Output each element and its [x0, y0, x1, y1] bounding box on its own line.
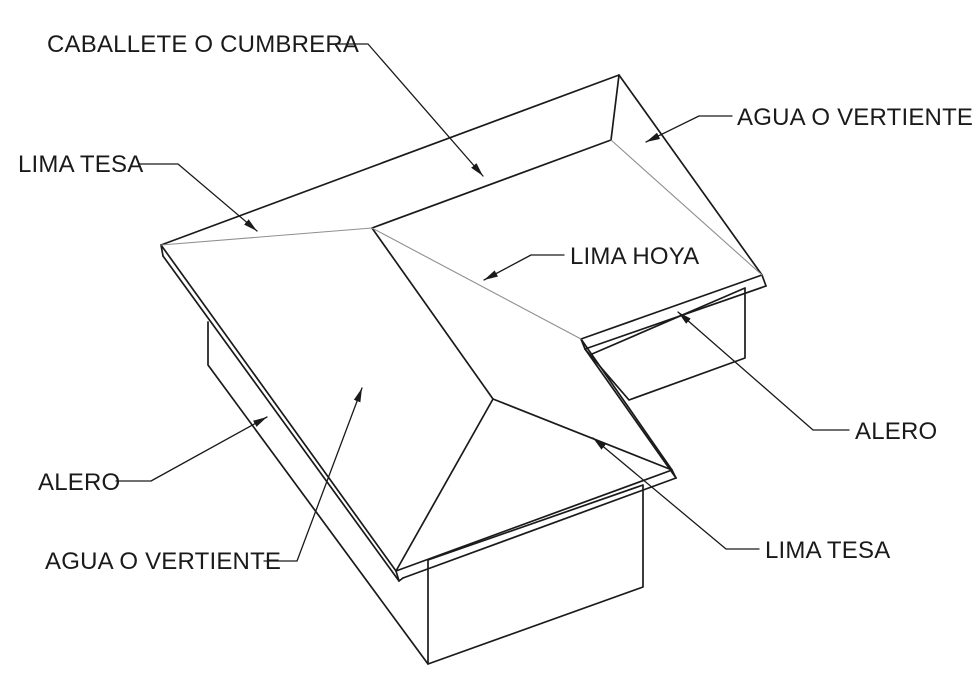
label-agua-o-vertiente-top: AGUA O VERTIENTE	[737, 104, 973, 131]
label-alero-left: ALERO	[38, 469, 120, 496]
leader-agua-top	[645, 115, 733, 143]
fascia-corner-r	[761, 274, 767, 287]
roof-drawing	[160, 74, 767, 665]
fascia-inner-bottom-edge	[584, 348, 677, 479]
right-wing-wall-edges	[584, 287, 746, 401]
leader-lima-tesa-left	[139, 163, 258, 232]
hip-front-left-line	[395, 398, 494, 572]
secondary-edges	[160, 139, 763, 340]
valley-line	[371, 227, 582, 340]
fascia-left-bottom-edge	[162, 255, 400, 582]
leader-caballete	[334, 43, 484, 177]
label-lima-tesa-left: LIMA TESA	[18, 151, 143, 178]
label-lima-hoya: LIMA HOYA	[570, 243, 699, 270]
hip-top-line	[610, 74, 620, 141]
leader-alero-right	[677, 311, 850, 431]
leader-lima-tesa-right	[592, 437, 760, 550]
front-wall-edges	[427, 484, 644, 665]
hip-right-thin-line	[610, 139, 763, 276]
hip-left-line	[160, 227, 373, 246]
label-lima-tesa-right: LIMA TESA	[765, 537, 890, 564]
primary-edges	[160, 74, 767, 665]
label-caballete-o-cumbrera: CABALLETE O CUMBRERA	[47, 31, 359, 58]
label-alero-right: ALERO	[855, 418, 937, 445]
callout-labels: CABALLETE O CUMBRERA LIMA TESA AGUA O VE…	[18, 31, 973, 575]
fascia-corner-inner	[580, 338, 586, 350]
fascia-corner-b	[395, 570, 404, 582]
fascia-corner-a	[160, 244, 164, 257]
leader-alero-left	[115, 416, 268, 482]
callout-leaders	[115, 43, 850, 562]
left-wall-edges	[207, 321, 429, 665]
fascia-front-bottom-edge	[402, 477, 677, 579]
leader-lima-hoya	[483, 254, 565, 281]
hip-front-right-line	[492, 398, 673, 471]
main-ridge-line	[371, 227, 494, 400]
secondary-ridge-line	[371, 139, 612, 229]
label-agua-o-vertiente-bottom: AGUA O VERTIENTE	[45, 548, 281, 575]
roof-eave-outline	[160, 74, 763, 572]
leader-agua-bottom	[263, 387, 363, 562]
